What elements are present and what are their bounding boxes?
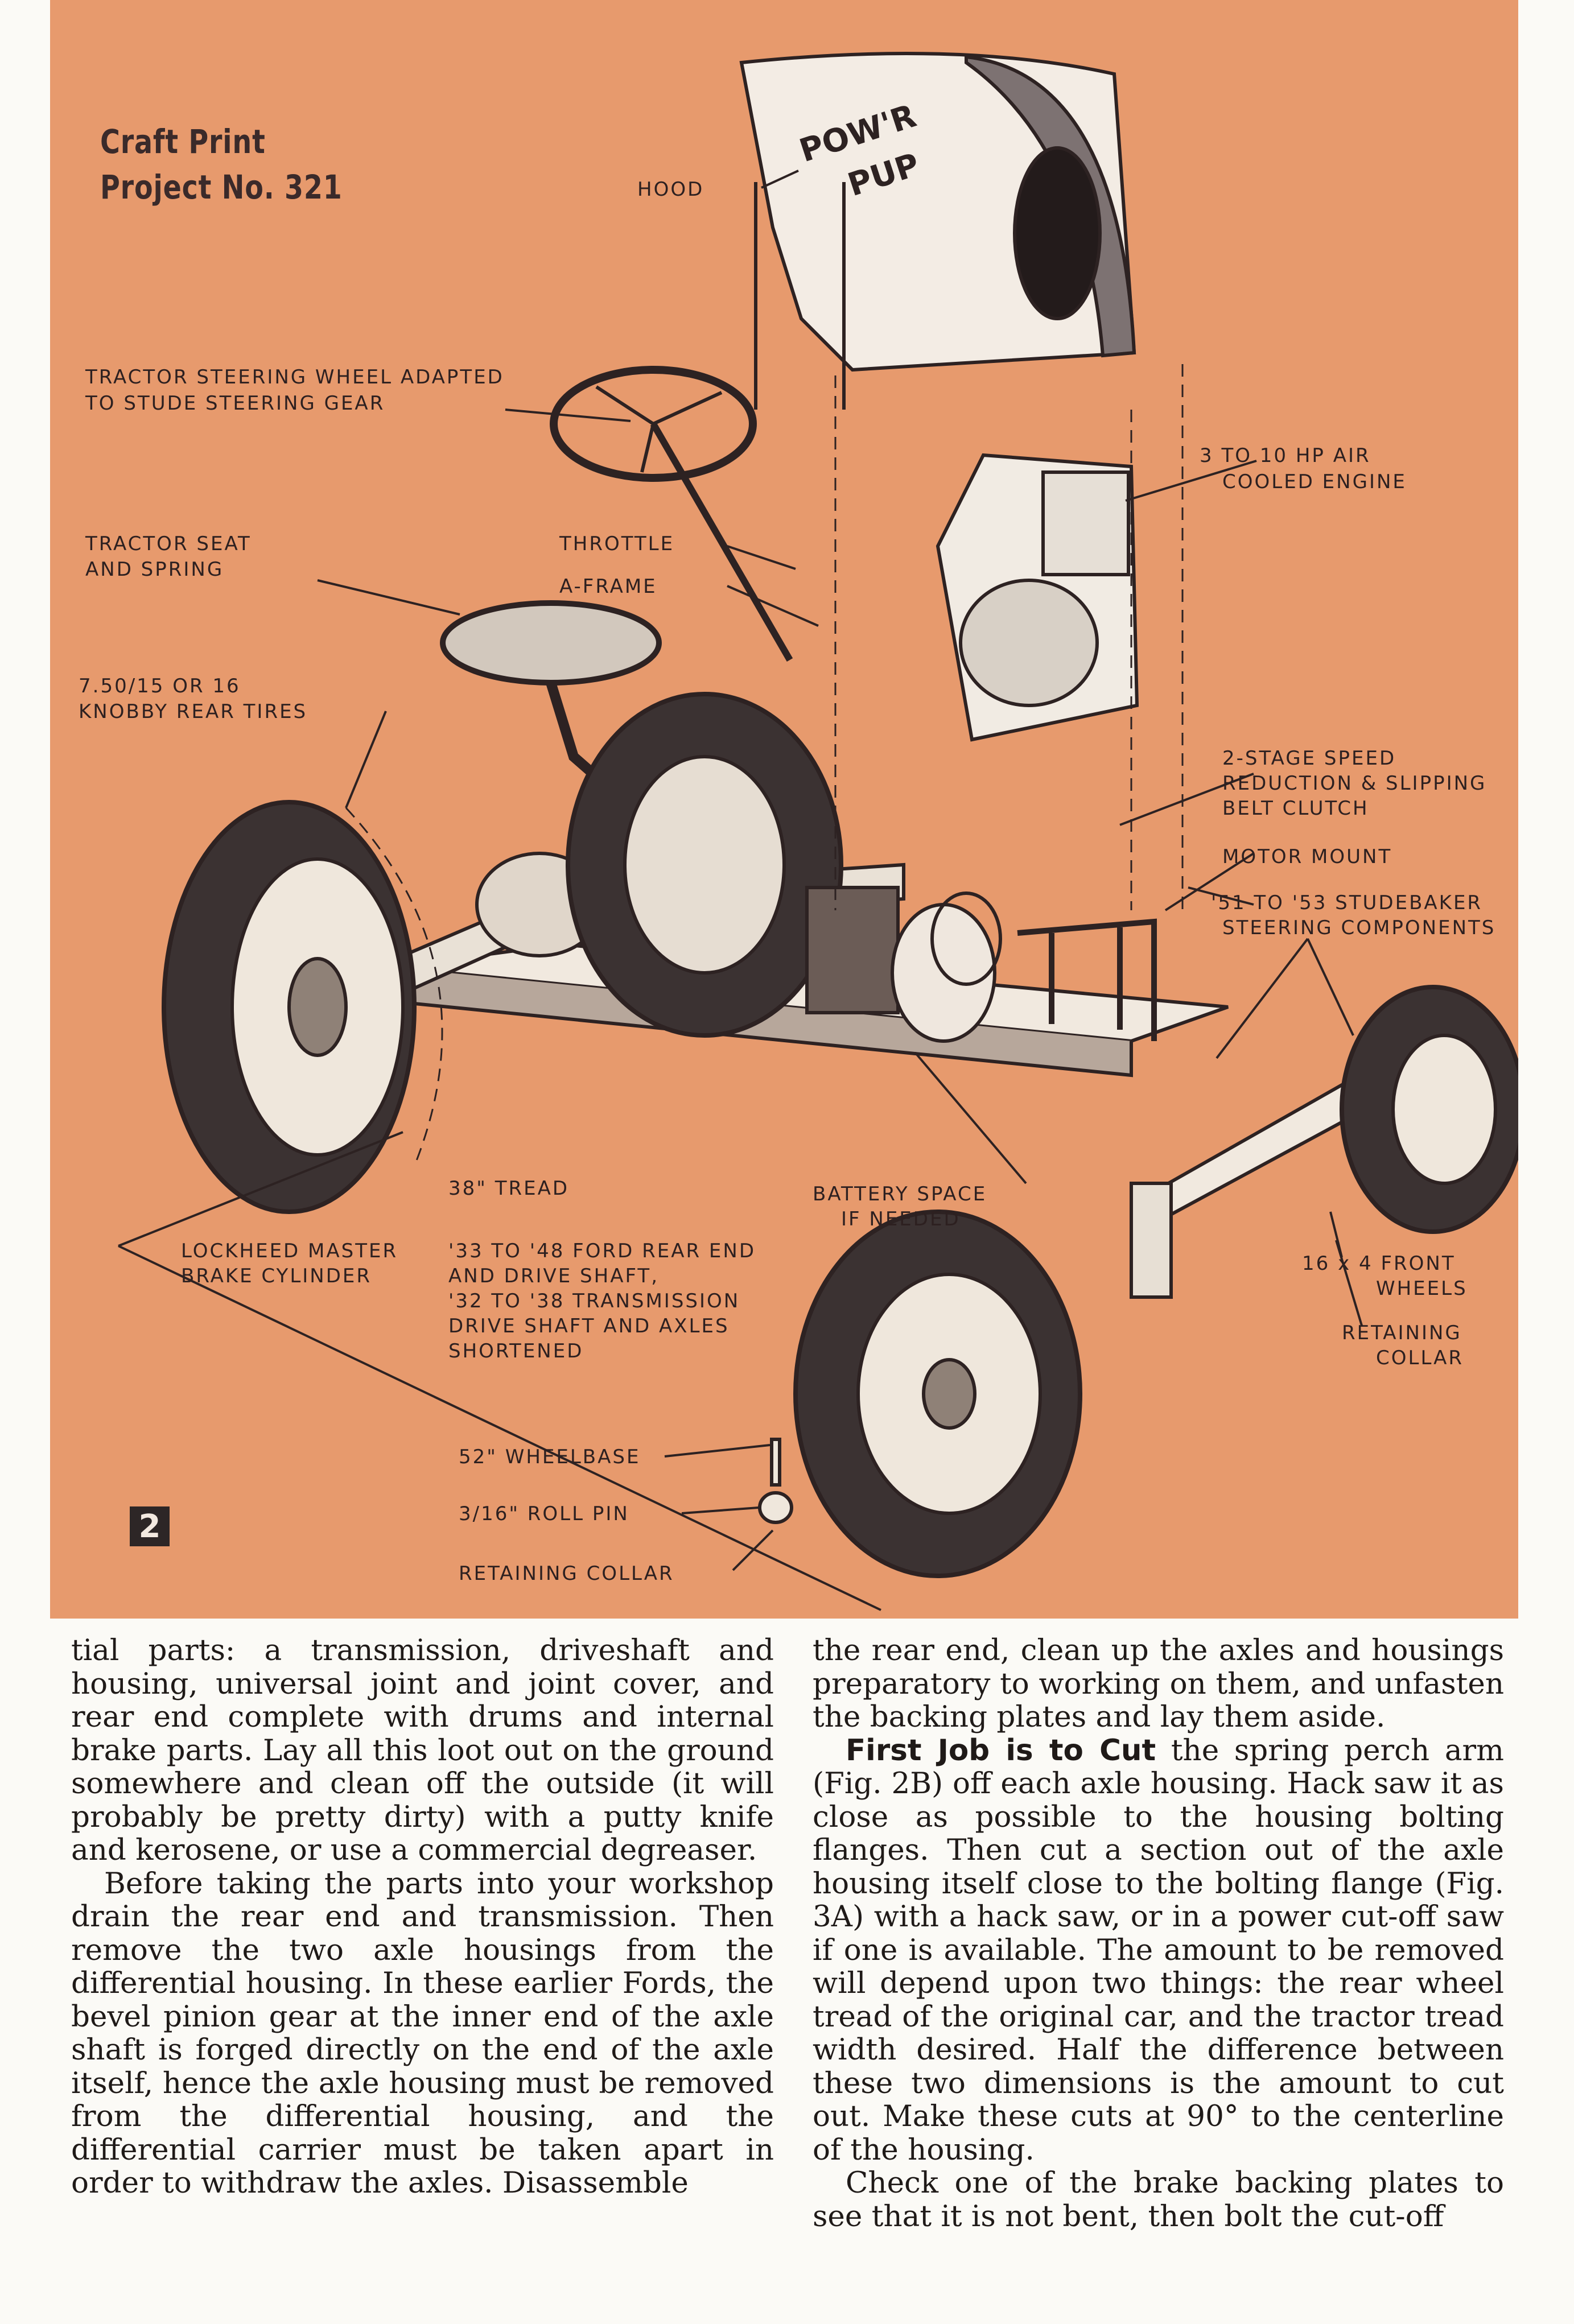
- label-seat-2: AND SPRING: [85, 558, 224, 581]
- label-engine-1: 3 TO 10 HP AIR: [1200, 444, 1371, 467]
- label-tires-1: 7.50/15 OR 16: [79, 675, 241, 697]
- label-reduction-1: 2-STAGE SPEED: [1222, 747, 1396, 770]
- label-hood: HOOD: [637, 178, 704, 201]
- label-roll-pin: 3/16" ROLL PIN: [459, 1502, 629, 1525]
- right-paragraph-2: First Job is to Cut the spring perch arm…: [813, 1733, 1504, 2167]
- label-throttle: THROTTLE: [559, 533, 675, 555]
- label-aframe: A-FRAME: [559, 575, 657, 598]
- left-paragraph-1: tial parts: a transmission, driveshaft a…: [71, 1633, 774, 1867]
- section-lead-in: First Job is to Cut: [846, 1733, 1156, 1768]
- label-master-cylinder-2: BRAKE CYLINDER: [181, 1265, 372, 1287]
- label-reduction-2: REDUCTION & SLIPPING: [1222, 772, 1487, 795]
- label-steering-wheel-2: TO STUDE STEERING GEAR: [85, 392, 385, 415]
- tractor-seat: [440, 600, 662, 686]
- label-rear-end-1: '33 TO '48 FORD REAR END: [448, 1240, 756, 1262]
- right-paragraph-2-text: the spring perch arm (Fig. 2B) off each …: [813, 1733, 1504, 2167]
- steering-wheel: [550, 366, 757, 482]
- label-steering-components-1: '51 TO '53 STUDEBAKER: [1211, 891, 1483, 914]
- label-reduction-3: BELT CLUTCH: [1222, 797, 1369, 820]
- illustration-plate: POW'R PUP Craft Print Project No. 321 HO…: [50, 0, 1518, 1619]
- label-tires-2: KNOBBY REAR TIRES: [79, 700, 308, 723]
- craft-print-title: Craft Print: [100, 122, 266, 161]
- label-motor-mount: MOTOR MOUNT: [1222, 845, 1392, 868]
- label-retaining-collar-right-1: RETAINING: [1342, 1322, 1462, 1344]
- label-battery-2: IF NEEDED: [841, 1208, 961, 1231]
- label-tread: 38" TREAD: [448, 1177, 570, 1200]
- label-battery-1: BATTERY SPACE: [813, 1183, 987, 1206]
- body-column-right: the rear end, clean up the axles and hou…: [813, 1634, 1504, 2233]
- left-paragraph-2: Before taking the parts into your worksh…: [71, 1866, 774, 2200]
- label-master-cylinder-1: LOCKHEED MASTER: [181, 1240, 398, 1262]
- tractor-illustration: POW'R PUP: [118, 52, 1518, 1611]
- right-paragraph-1: the rear end, clean up the axles and hou…: [813, 1633, 1504, 1734]
- figure-number-badge: 2: [130, 1506, 170, 1546]
- label-rear-end-5: SHORTENED: [448, 1340, 584, 1363]
- label-seat-1: TRACTOR SEAT: [85, 533, 252, 555]
- label-engine-2: COOLED ENGINE: [1222, 470, 1407, 493]
- label-rear-end-3: '32 TO '38 TRANSMISSION: [448, 1290, 740, 1312]
- project-number: Project No. 321: [100, 168, 343, 207]
- label-retaining-collar: RETAINING COLLAR: [459, 1562, 674, 1585]
- label-rear-end-4: DRIVE SHAFT AND AXLES: [448, 1315, 730, 1338]
- label-front-wheels-2: WHEELS: [1376, 1277, 1468, 1300]
- label-steering-wheel-1: TRACTOR STEERING WHEEL ADAPTED: [85, 366, 504, 389]
- label-rear-end-2: AND DRIVE SHAFT,: [448, 1265, 660, 1287]
- label-front-wheels-1: 16 x 4 FRONT: [1302, 1252, 1456, 1275]
- label-wheelbase: 52" WHEELBASE: [459, 1446, 641, 1468]
- label-retaining-collar-right-2: COLLAR: [1376, 1347, 1464, 1369]
- label-steering-components-2: STEERING COMPONENTS: [1222, 917, 1496, 939]
- body-column-left: tial parts: a transmission, driveshaft a…: [71, 1634, 774, 2200]
- right-paragraph-3: Check one of the brake backing plates to…: [813, 2166, 1504, 2234]
